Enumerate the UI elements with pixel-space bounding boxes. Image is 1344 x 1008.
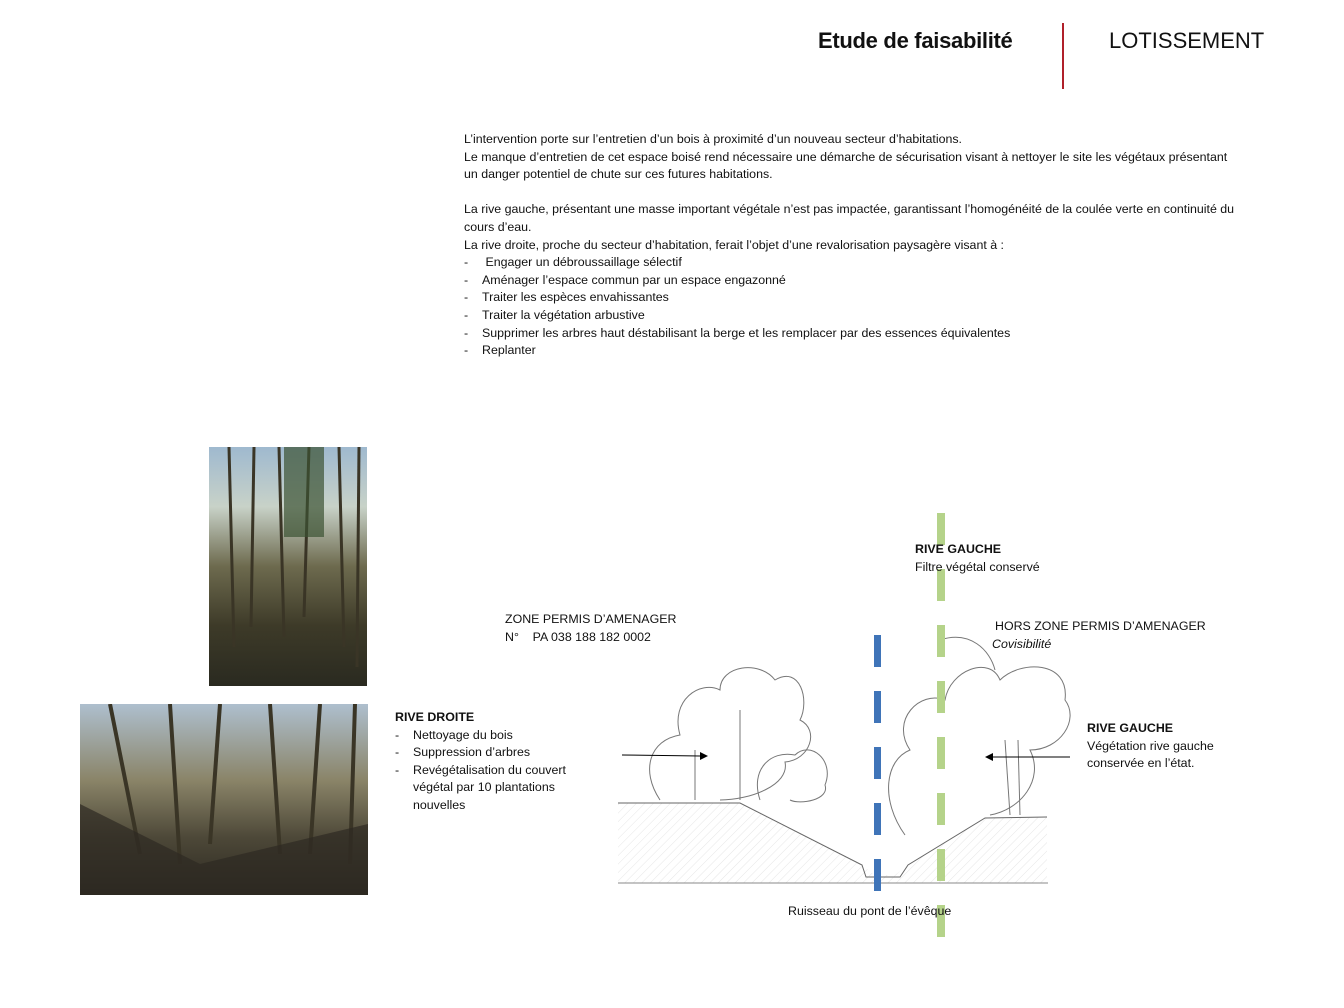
- rive-gauche-right-line: Végétation rive gauche: [1087, 738, 1214, 753]
- bullet-item: -Traiter les espèces envahissantes: [464, 289, 1244, 307]
- bullet-marker: -: [395, 745, 400, 759]
- bullet-item: -Aménager l’espace commun par un espace …: [464, 272, 1244, 290]
- green-dash: [937, 737, 945, 769]
- green-dash: [937, 569, 945, 601]
- rive-droite-item: -Suppression d’arbres: [395, 744, 595, 762]
- blue-dash: [874, 635, 881, 667]
- hors-zone-text: Covisibilité: [992, 636, 1052, 651]
- zone-line: ZONE PERMIS D’AMENAGER: [505, 612, 677, 626]
- bullet-item: -Supprimer les arbres haut déstabilisant…: [464, 325, 1244, 343]
- arrow-left-head: [700, 752, 708, 760]
- rive-droite-item-text: Revégétalisation du couvert végétal par …: [413, 762, 566, 812]
- green-dash: [937, 681, 945, 713]
- tree-sketches: [649, 636, 1071, 836]
- rive-droite-item: -Nettoyage du bois: [395, 727, 595, 745]
- bullet-text: Aménager l’espace commun par un espace e…: [482, 272, 786, 287]
- rive-gauche-right-line: conservée en l’état.: [1087, 756, 1195, 770]
- blue-dash: [874, 747, 881, 779]
- intro-line: La rive droite, proche du secteur d’habi…: [464, 237, 1004, 252]
- rive-droite-item-text: Nettoyage du bois: [413, 727, 513, 742]
- bullet-marker: -: [395, 762, 400, 777]
- hors-zone-label: HORS ZONE PERMIS D’AMENAGER Covisibilité: [992, 618, 1206, 653]
- rive-gauche-top-label: RIVE GAUCHE Filtre végétal conservé: [915, 541, 1040, 576]
- cross-section-diagram: [618, 513, 1071, 937]
- bullet-marker: -: [464, 272, 469, 287]
- zone-number: N° PA 038 188 182 0002: [505, 629, 651, 644]
- bullet-marker: -: [464, 255, 469, 270]
- bullet-marker: -: [464, 343, 469, 358]
- bullet-text: Traiter les espèces envahissantes: [482, 290, 669, 305]
- ground-profile: [618, 802, 1048, 878]
- bullet-marker: -: [464, 290, 469, 305]
- forest-photo-vertical: [209, 447, 367, 686]
- arrow-right-head: [985, 753, 993, 761]
- rive-gauche-top-text: Filtre végétal conservé: [915, 559, 1040, 574]
- bullet-marker: -: [464, 325, 469, 340]
- rive-droite-title: RIVE DROITE: [395, 710, 475, 724]
- rive-droite-item: -Revégétalisation du couvert végétal par…: [395, 762, 595, 815]
- stream-label: Ruisseau du pont de l’évêque: [788, 904, 952, 918]
- hors-zone-title: HORS ZONE PERMIS D’AMENAGER: [995, 619, 1206, 633]
- bullet-text: Traiter la végétation arbustive: [482, 307, 645, 322]
- intro-line: Le manque d’entretien de cet espace bois…: [464, 149, 1228, 182]
- bullet-text: Engager un débroussaillage sélectif: [482, 255, 682, 270]
- bullet-text: Supprimer les arbres haut déstabilisant …: [482, 325, 1011, 340]
- page-subtitle: LOTISSEMENT: [1109, 28, 1265, 53]
- rive-gauche-right-label: RIVE GAUCHE Végétation rive gauche conse…: [1087, 720, 1214, 773]
- green-dash: [937, 849, 945, 881]
- intro-line: La rive gauche, présentant une masse imp…: [464, 202, 1235, 234]
- arrow-left: [621, 754, 701, 757]
- green-dash: [937, 905, 945, 937]
- bullet-text: Replanter: [482, 343, 536, 358]
- bullet-marker: -: [395, 727, 400, 742]
- intro-line: L’intervention porte sur l’entretien d’u…: [464, 132, 962, 146]
- rive-droite-label: RIVE DROITE -Nettoyage du bois-Suppressi…: [395, 709, 595, 814]
- header-divider: [1062, 23, 1064, 89]
- zone-permis-label: ZONE PERMIS D’AMENAGER N° PA 038 188 182…: [505, 611, 676, 646]
- intro-text: L’intervention porte sur l’entretien d’u…: [464, 131, 1244, 360]
- bullet-item: -Traiter la végétation arbustive: [464, 307, 1244, 325]
- blue-dash: [874, 803, 881, 835]
- green-dash: [937, 513, 945, 545]
- rive-gauche-right-title: RIVE GAUCHE: [1087, 721, 1174, 735]
- bullet-item: -Replanter: [464, 342, 1244, 360]
- page-title: Etude de faisabilité: [818, 28, 1013, 53]
- rive-gauche-top-title: RIVE GAUCHE: [915, 542, 1002, 556]
- bullet-marker: -: [464, 307, 469, 322]
- forest-photo-horizontal: [80, 704, 368, 895]
- rive-droite-item-text: Suppression d’arbres: [413, 745, 531, 759]
- ground-fill: [618, 803, 1047, 883]
- blue-dash: [874, 859, 881, 891]
- bullet-item: - Engager un débroussaillage sélectif: [464, 254, 1244, 272]
- bullet-list: - Engager un débroussaillage sélectif-Am…: [464, 254, 1244, 360]
- green-dash: [937, 625, 945, 657]
- blue-dash: [874, 691, 881, 723]
- green-dash: [937, 793, 945, 825]
